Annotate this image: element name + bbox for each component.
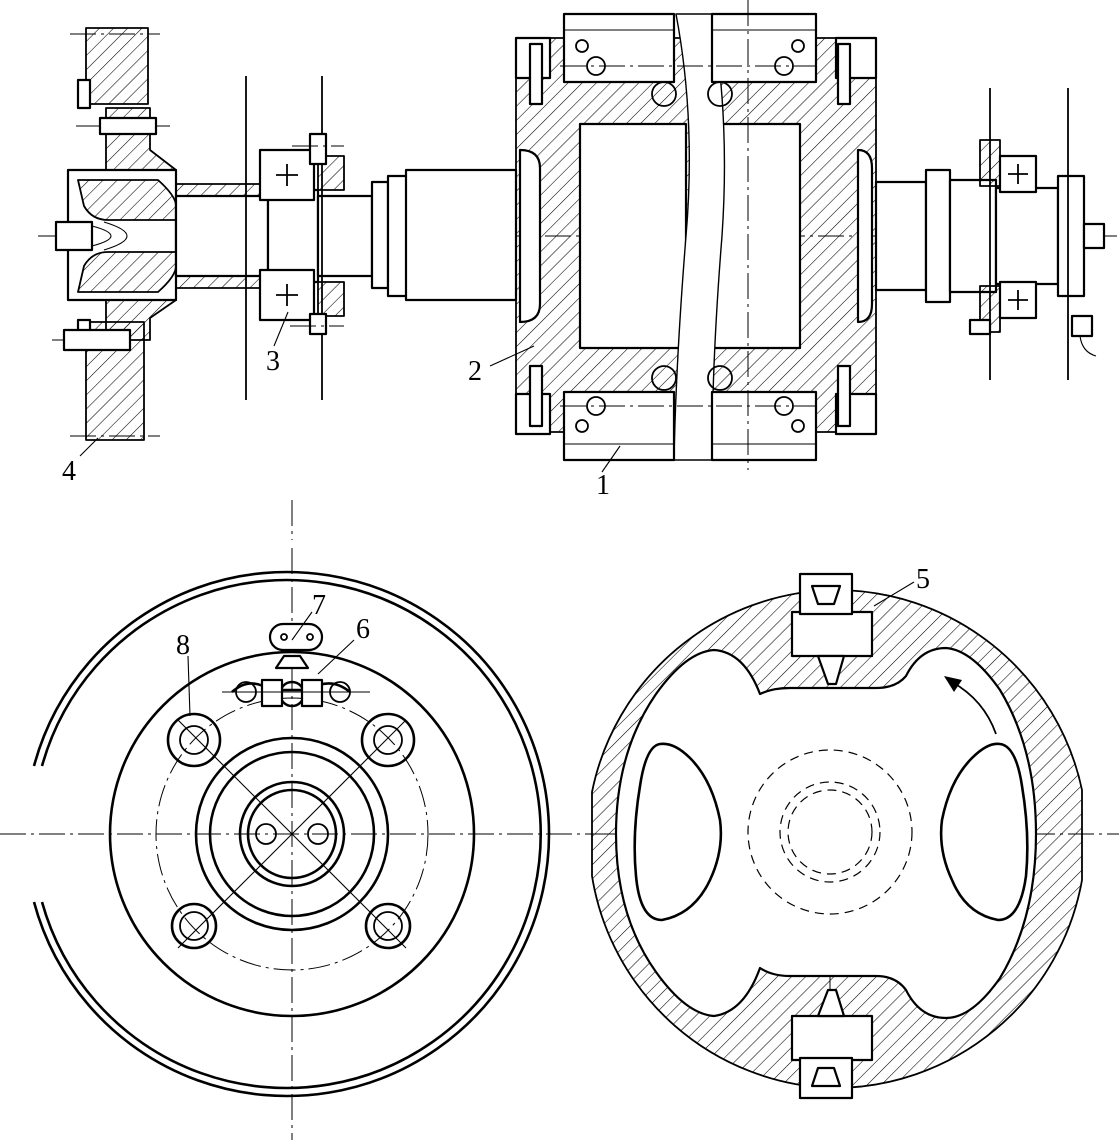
clamp-blocks-5 [790, 572, 874, 1100]
label-5: 5 [916, 564, 930, 595]
label-1: 1 [596, 470, 610, 501]
label-4: 4 [62, 456, 76, 487]
bearing-part-3 [245, 76, 345, 400]
shaft-assembly-view: 1 2 3 4 [38, 0, 1118, 501]
lug-6 [222, 678, 370, 708]
label-2: 2 [468, 356, 482, 387]
end-view: 7 6 8 [0, 500, 600, 1140]
clamp-part-1 [560, 0, 818, 470]
left-shaft [174, 168, 518, 302]
right-shaft-bearing [874, 88, 1106, 380]
label-6: 6 [356, 614, 370, 645]
label-3: 3 [266, 346, 280, 377]
label-7: 7 [312, 590, 326, 621]
key-7 [268, 622, 324, 670]
rotor-part-2 [514, 13, 878, 461]
pulley-part-4 [52, 27, 178, 441]
top-labels: 1 2 3 4 [62, 311, 621, 501]
label-8: 8 [176, 630, 190, 661]
rotor-section-view: 5 [591, 564, 1119, 1100]
bolt-holes-8 [166, 712, 416, 950]
